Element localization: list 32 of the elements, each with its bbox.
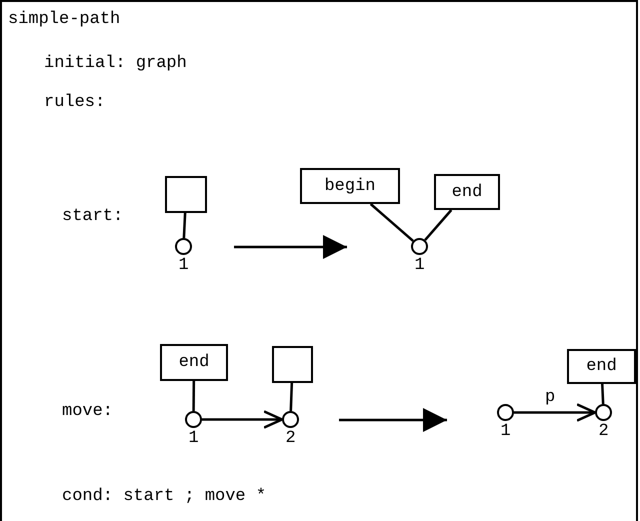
node-number: 1 bbox=[188, 429, 199, 448]
node-number: 1 bbox=[178, 256, 189, 275]
connector-line bbox=[601, 384, 604, 404]
arrow bbox=[514, 403, 596, 422]
rule-name: start: bbox=[62, 207, 124, 226]
label-box: end bbox=[567, 349, 636, 384]
node-number: 2 bbox=[286, 429, 296, 448]
connector-line bbox=[192, 380, 196, 411]
graph-node-circle bbox=[282, 411, 299, 428]
node-number: 1 bbox=[500, 422, 511, 441]
connector-line bbox=[424, 209, 452, 241]
rule-name: move: bbox=[62, 402, 114, 421]
graph-node-circle bbox=[595, 404, 612, 421]
label-box bbox=[165, 176, 207, 213]
graph-node-circle bbox=[497, 404, 514, 421]
graph-node-circle bbox=[411, 238, 428, 255]
grammar-title: simple-path bbox=[8, 10, 120, 29]
node-number: 1 bbox=[414, 256, 425, 275]
connector-line bbox=[290, 382, 294, 412]
condition-statement: cond: start ; move * bbox=[62, 487, 266, 506]
graph-node-circle bbox=[175, 238, 192, 255]
initial-statement: initial: graph bbox=[44, 54, 187, 73]
label-box: end bbox=[160, 344, 228, 381]
section-heading: rules: bbox=[44, 93, 106, 112]
connector-line bbox=[182, 212, 186, 238]
label-box bbox=[272, 346, 313, 383]
graph-node-circle bbox=[185, 411, 202, 428]
label-box: begin bbox=[300, 168, 400, 204]
label-box: end bbox=[434, 174, 500, 210]
arrow bbox=[202, 410, 284, 429]
connector-line bbox=[370, 203, 414, 242]
node-number: 2 bbox=[598, 422, 609, 441]
